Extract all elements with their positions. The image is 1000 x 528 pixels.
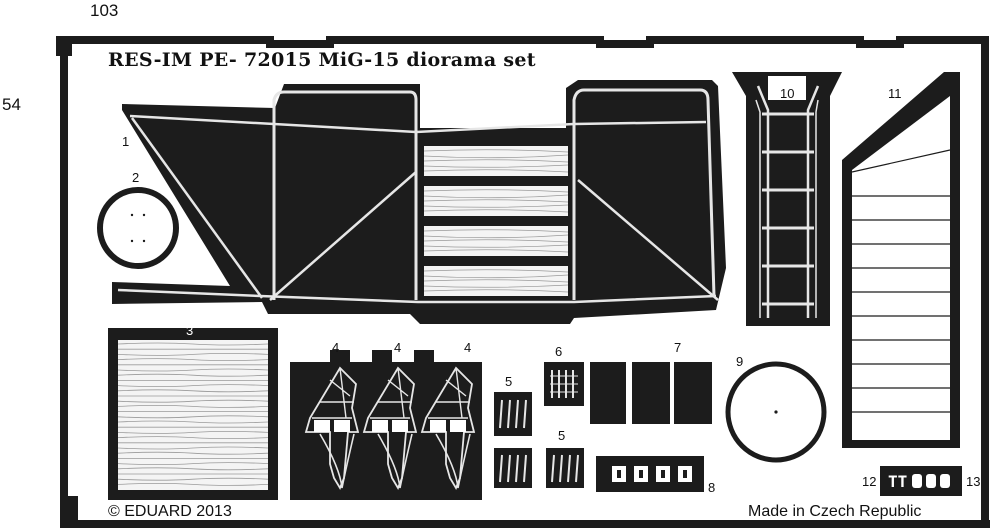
part-2-label: 2 (132, 170, 139, 185)
part-4b-label: 4 (394, 340, 401, 355)
seat-a (304, 366, 360, 491)
part-13-label: 13 (966, 474, 980, 489)
side-number: 54 (2, 95, 21, 114)
part-5-grilles (494, 392, 584, 488)
part-6-grille (544, 362, 584, 406)
part-11-panel (842, 72, 960, 448)
seat-c (420, 366, 476, 491)
part-5b-label: 5 (558, 428, 565, 443)
part-4a-label: 4 (332, 340, 339, 355)
part-7-label: 7 (674, 340, 681, 355)
part-7-plates (590, 362, 712, 424)
part-3-wood-panel (108, 328, 278, 500)
fret-frame (56, 36, 990, 528)
part-4c-label: 4 (464, 340, 471, 355)
copyright-text: © EDUARD 2013 (108, 503, 232, 520)
part-9-ring (725, 361, 827, 463)
part-2-ring (97, 187, 179, 269)
part-12-label: 12 (862, 474, 876, 489)
part-11-label: 11 (888, 86, 902, 101)
top-number: 103 (90, 1, 118, 20)
part-4-seats (290, 350, 482, 500)
svg-text:TT: TT (888, 472, 907, 491)
seat-b (362, 366, 418, 491)
part-1-label: 1 (122, 134, 129, 149)
part-8-label: 8 (708, 480, 715, 495)
part-6-label: 6 (555, 344, 562, 359)
fret-title: RES-IM PE- 72015 MiG-15 diorama set (108, 49, 536, 71)
part-5a-label: 5 (505, 374, 512, 389)
part-10-ladder (732, 72, 842, 326)
part-1-cover (112, 80, 726, 324)
part-10-label: 10 (780, 86, 794, 101)
part-9-label: 9 (736, 354, 743, 369)
part-12-13-tags: TT (880, 466, 962, 496)
part-8-strip (596, 456, 704, 492)
part-3-label: 3 (186, 323, 193, 338)
origin-text: Made in Czech Republic (748, 503, 921, 520)
